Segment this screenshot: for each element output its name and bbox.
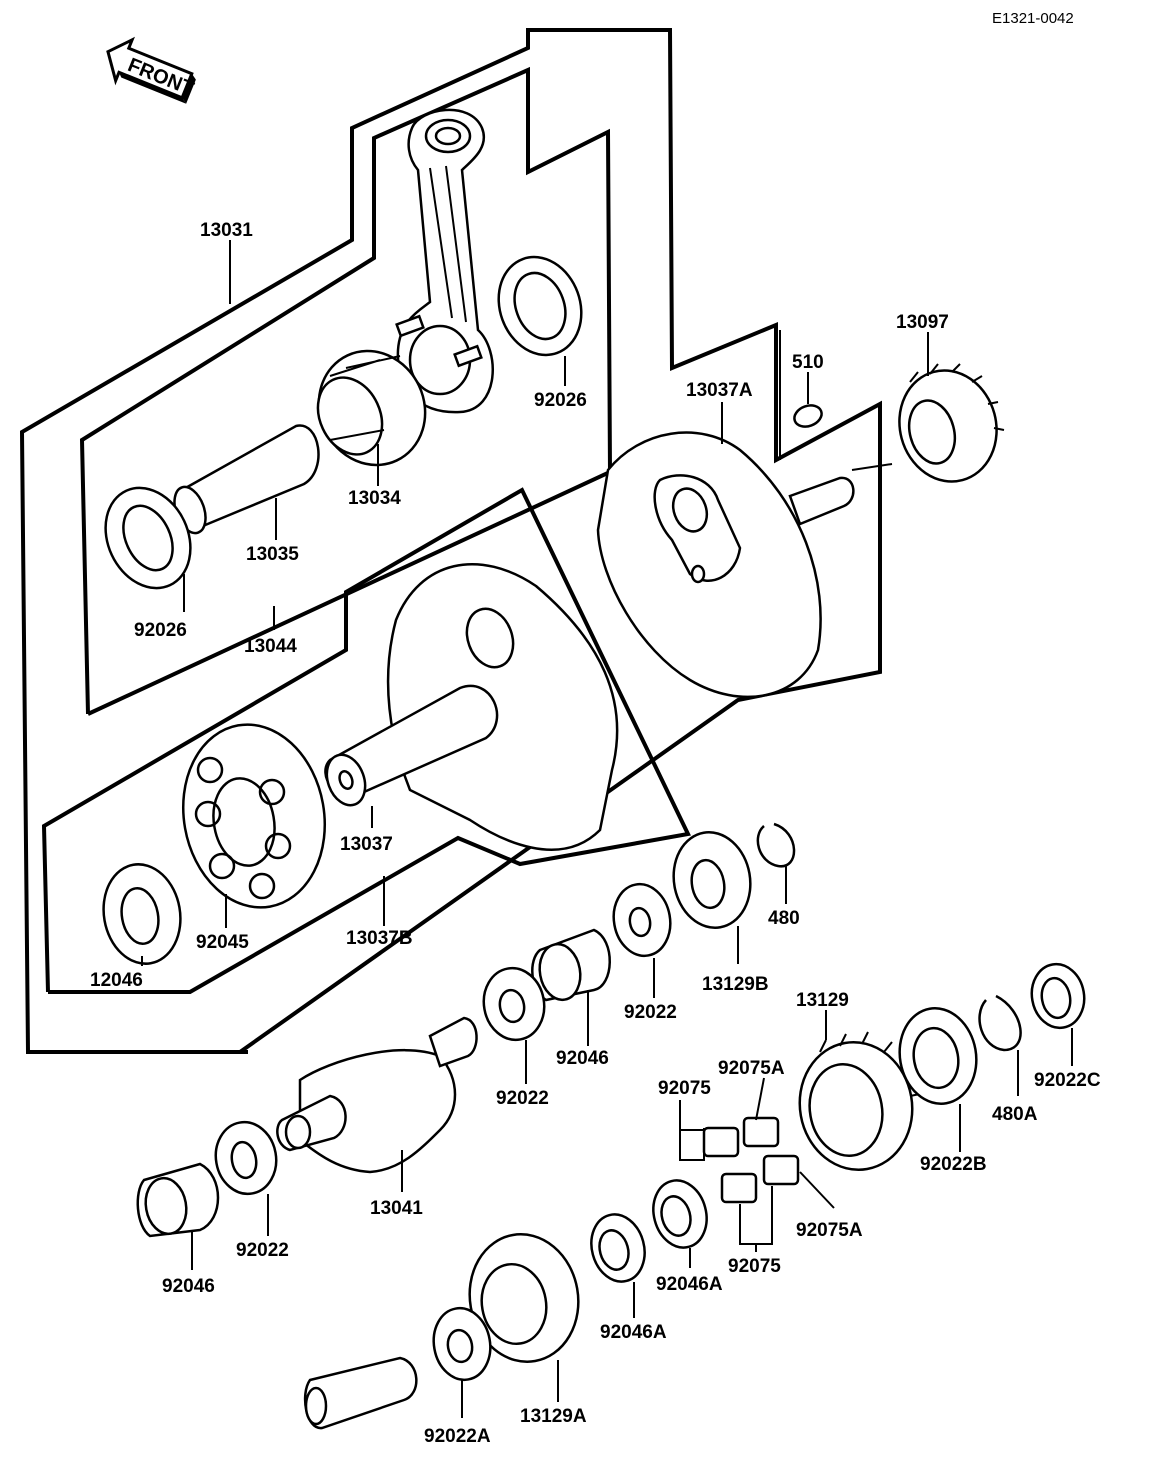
- gear-13097: [898, 363, 1005, 483]
- washer-92022B: [898, 1007, 978, 1105]
- label-92022-left: 92022: [236, 1240, 289, 1261]
- washer-92022-mid: [482, 966, 546, 1042]
- crankshaft-half-13037: [324, 563, 619, 851]
- label-92022A: 92022A: [424, 1426, 491, 1447]
- label-13037A: 13037A: [686, 380, 753, 401]
- label-13097: 13097: [896, 312, 949, 333]
- label-92046A-right: 92046A: [656, 1274, 723, 1295]
- needle-bearing-13034: [316, 349, 427, 467]
- thrust-washer-92026-left: [104, 486, 192, 590]
- label-510: 510: [792, 352, 824, 373]
- label-92026-left: 92026: [134, 620, 187, 641]
- label-92022B: 92022B: [920, 1154, 987, 1175]
- label-92075A-top: 92075A: [718, 1058, 785, 1079]
- snap-ring-480: [756, 822, 796, 868]
- connecting-rod: [395, 108, 494, 414]
- needle-bearing-92046A-left: [590, 1213, 646, 1283]
- balancer-shaft-13041: [276, 1016, 478, 1174]
- damper-rubbers-92075: [702, 1116, 800, 1204]
- label-13034: 13034: [348, 488, 401, 509]
- crankpin-13035: [173, 424, 320, 535]
- label-92022-ring: 92022: [624, 1002, 677, 1023]
- label-92046-mid: 92046: [556, 1048, 609, 1069]
- label-92075-top: 92075: [658, 1078, 711, 1099]
- label-13037: 13037: [340, 834, 393, 855]
- label-13129A: 13129A: [520, 1406, 587, 1427]
- label-92046-left: 92046: [162, 1276, 215, 1297]
- woodruff-key-510: [793, 404, 823, 428]
- label-13129: 13129: [796, 990, 849, 1011]
- gear-13129: [798, 1031, 921, 1172]
- assembly-boundary-13037B: [41, 487, 691, 994]
- washer-92022C: [1030, 962, 1086, 1030]
- label-92075-bottom: 92075: [728, 1256, 781, 1277]
- pin-shaft: [303, 1356, 418, 1430]
- label-13041: 13041: [370, 1198, 423, 1219]
- thrust-washer-92026-top: [497, 255, 583, 357]
- label-13037B: 13037B: [346, 928, 413, 949]
- sprocket-12046: [102, 863, 182, 965]
- label-92046A-left: 92046A: [600, 1322, 667, 1343]
- washer-92022-upper: [612, 882, 672, 958]
- leader-lines: [141, 240, 1073, 1418]
- label-480A: 480A: [992, 1104, 1038, 1125]
- gear-13129A: [468, 1233, 580, 1363]
- crankshaft-half-13037A: [596, 431, 855, 699]
- label-480: 480: [768, 908, 800, 929]
- needle-bearing-92046-left: [136, 1162, 220, 1238]
- front-arrow-icon: FRONT: [106, 36, 197, 104]
- snap-ring-480A: [978, 994, 1022, 1052]
- assembly-boundary-13031: [19, 28, 882, 1054]
- label-13031: 13031: [200, 220, 253, 241]
- washer-92022-left: [214, 1120, 278, 1196]
- gear-13129B: [672, 831, 752, 929]
- assembly-boundary-13044: [79, 66, 613, 716]
- label-92022-mid: 92022: [496, 1088, 549, 1109]
- part-labels: 13031 92026 13034 13035 92026 13044 1309…: [90, 220, 1101, 1447]
- label-92022C: 92022C: [1034, 1070, 1101, 1091]
- needle-bearing-92046A-right: [652, 1179, 708, 1249]
- label-13044: 13044: [244, 636, 297, 657]
- washer-92022A: [432, 1306, 492, 1382]
- label-13035: 13035: [246, 544, 299, 565]
- label-92026-top: 92026: [534, 390, 587, 411]
- ball-bearing-92045: [181, 723, 327, 909]
- needle-bearing-92046-mid: [531, 928, 611, 1002]
- label-92045: 92045: [196, 932, 249, 953]
- drawing-code: E1321-0042: [992, 10, 1074, 27]
- label-13129B: 13129B: [702, 974, 769, 995]
- label-92075A-bottom: 92075A: [796, 1220, 863, 1241]
- label-12046: 12046: [90, 970, 143, 991]
